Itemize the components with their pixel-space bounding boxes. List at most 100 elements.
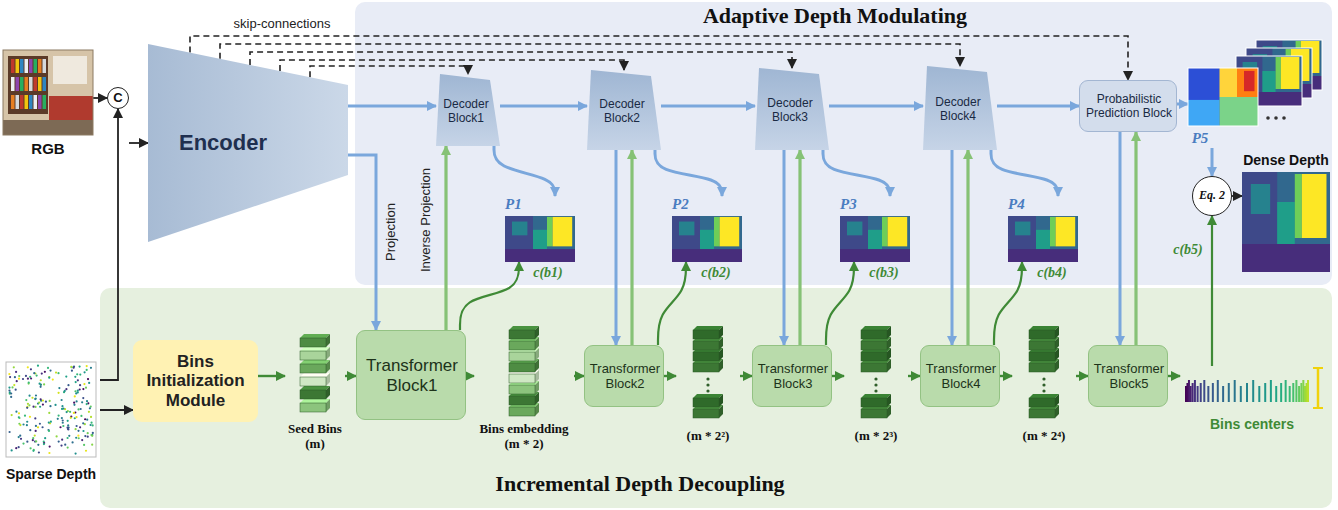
bins-stack: Bins embedding(m * 2) — [474, 322, 574, 454]
drawing-part — [535, 403, 539, 416]
drawing-part — [1298, 386, 1300, 402]
drawing-part — [1262, 71, 1275, 92]
drawing-part — [61, 405, 63, 407]
encoder-block: Encoder — [148, 44, 348, 242]
drawing-part — [1242, 172, 1330, 272]
drawing-part — [29, 77, 33, 91]
drawing-part — [1281, 57, 1299, 89]
drawing-part — [509, 330, 535, 339]
drawing-part — [90, 367, 92, 369]
drawing-part — [67, 424, 69, 426]
drawing-part — [35, 430, 37, 432]
drawing-part — [25, 399, 27, 401]
drawing-part — [1008, 216, 1078, 262]
text-box: Decoder Block3 — [758, 74, 822, 148]
drawing-part — [1188, 68, 1258, 126]
bins-stack: (m * 2³) — [844, 322, 908, 446]
connector-arrow — [460, 262, 519, 330]
drawing-part — [61, 408, 63, 410]
text-box: Transformer Block3 — [756, 349, 830, 405]
input-image: RGB — [3, 50, 93, 160]
drawing-part — [57, 418, 59, 420]
drawing-part — [67, 428, 69, 430]
drawing-part — [18, 446, 20, 448]
transformer-block: Transformer Block3 — [752, 345, 832, 407]
drawing-part — [148, 44, 348, 242]
drawing-part — [15, 411, 17, 413]
drawing-part — [861, 394, 891, 398]
node-label: Bins embedding — [479, 422, 568, 437]
drawing-part — [26, 407, 28, 409]
drawing-part — [535, 337, 539, 350]
node-label: Eq. 2 — [1199, 189, 1225, 203]
drawing-part — [41, 373, 43, 375]
drawing-part — [13, 384, 15, 386]
drawing-part — [84, 418, 86, 420]
node-label: Decoder Block2 — [590, 98, 654, 126]
text-box: P1 — [505, 196, 545, 214]
drawing-part — [512, 222, 527, 236]
text-box: P4 — [1008, 196, 1048, 214]
drawing-part — [14, 376, 16, 378]
connector-arrow — [991, 150, 1058, 196]
drawing-part — [48, 421, 50, 423]
drawing-part — [49, 96, 93, 120]
drawing-part — [58, 392, 60, 394]
drawing-part — [326, 347, 330, 360]
drawing-part — [861, 330, 887, 339]
connector-arrow — [1232, 195, 1242, 197]
drawing-part — [40, 398, 42, 400]
drawing-part — [37, 365, 39, 367]
drawing-part — [74, 452, 76, 454]
drawing-part — [29, 429, 31, 431]
drawing-part — [693, 352, 719, 361]
drawing-part — [29, 416, 31, 418]
drawing-part — [18, 412, 20, 414]
drawing-part — [509, 363, 535, 372]
edge-label: Inverse Projection — [419, 168, 434, 272]
drawing-part — [887, 394, 891, 407]
drawing-part — [1275, 386, 1277, 402]
drawing-part — [15, 389, 17, 391]
drawing-part — [30, 368, 32, 370]
bins-centers: Bins centers — [1180, 366, 1324, 438]
drawing-part — [1280, 383, 1282, 402]
drawing-part — [8, 56, 48, 114]
module-band: Incremental Depth DecouplingBins Initial… — [100, 288, 1332, 508]
drawing-part — [78, 366, 80, 368]
drawing-part — [1056, 217, 1076, 246]
connector-arrow — [951, 150, 954, 345]
text-box: RGB — [3, 138, 93, 160]
node-label: (m * 2²) — [687, 429, 730, 444]
drawing-part — [31, 397, 33, 399]
drawing-part — [1029, 330, 1055, 339]
drawing-part — [874, 383, 877, 386]
drawing-part — [20, 95, 24, 109]
drawing-part — [1055, 326, 1059, 339]
drawing-part — [22, 378, 24, 380]
edge-label-holder: Projection — [384, 203, 399, 261]
connector-arrow — [1211, 148, 1214, 176]
drawing-part — [11, 386, 13, 388]
drawing-part — [49, 369, 51, 371]
drawing-part — [44, 371, 46, 373]
drawing-part — [62, 425, 64, 427]
drawing-part — [45, 401, 47, 403]
drawing-part — [19, 424, 21, 426]
drawing-part — [553, 217, 573, 246]
depth-map: P1 — [505, 196, 575, 262]
skip-connection — [190, 36, 1128, 80]
drawing-part — [509, 396, 535, 405]
drawing-part — [1252, 380, 1254, 402]
drawing-part — [81, 439, 83, 441]
drawing-part — [719, 405, 723, 418]
drawing-part — [840, 249, 910, 262]
connector-arrow — [100, 109, 118, 380]
drawing-part — [29, 59, 33, 73]
text-box: Transformer Block1 — [361, 335, 463, 417]
drawing-part — [1220, 68, 1259, 97]
drawing-part — [54, 404, 56, 406]
drawing-part — [1008, 249, 1078, 262]
drawing-part — [861, 326, 891, 330]
drawing-part — [300, 364, 326, 373]
